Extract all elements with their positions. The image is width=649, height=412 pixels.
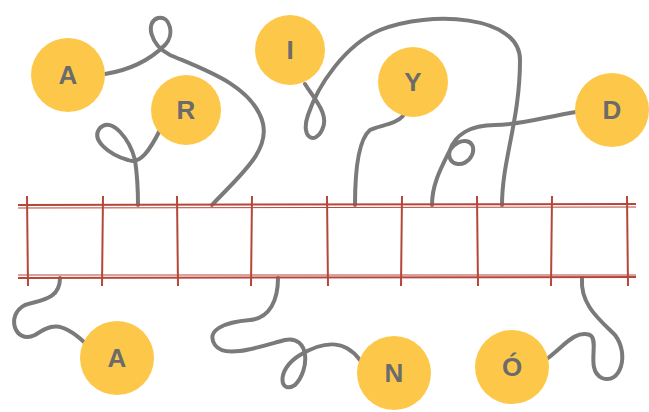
letter: Ó: [502, 354, 522, 380]
string: [548, 278, 622, 379]
grid-line: [251, 196, 252, 286]
letter: Y: [404, 69, 421, 95]
letter-circle: A: [31, 38, 105, 112]
letter: A: [108, 345, 127, 371]
cell-row: [18, 196, 636, 286]
grid-line: [627, 196, 628, 286]
letter-circle: N: [357, 336, 431, 410]
grid-line: [551, 196, 552, 286]
letter-circle: Ó: [475, 330, 549, 404]
letter-circle: Y: [378, 47, 448, 117]
letter: D: [603, 97, 622, 123]
string: [14, 278, 84, 342]
grid-line: [327, 196, 328, 286]
string: [305, 19, 520, 205]
grid-line: [401, 196, 402, 286]
grid-line: [477, 196, 478, 286]
string: [97, 125, 160, 205]
letter: I: [286, 37, 293, 63]
string: [432, 112, 576, 205]
letter-circle: I: [255, 15, 325, 85]
letter-circle: A: [80, 321, 154, 395]
letter-circle: R: [151, 75, 221, 145]
letter: R: [177, 97, 196, 123]
letter: N: [385, 360, 404, 386]
letter-circle: D: [575, 73, 649, 147]
string: [105, 18, 264, 205]
grid-line: [27, 196, 28, 286]
letter: A: [59, 62, 78, 88]
string: [355, 116, 403, 205]
grid-line: [177, 196, 178, 286]
string: [212, 278, 360, 387]
grid-line: [102, 196, 103, 286]
